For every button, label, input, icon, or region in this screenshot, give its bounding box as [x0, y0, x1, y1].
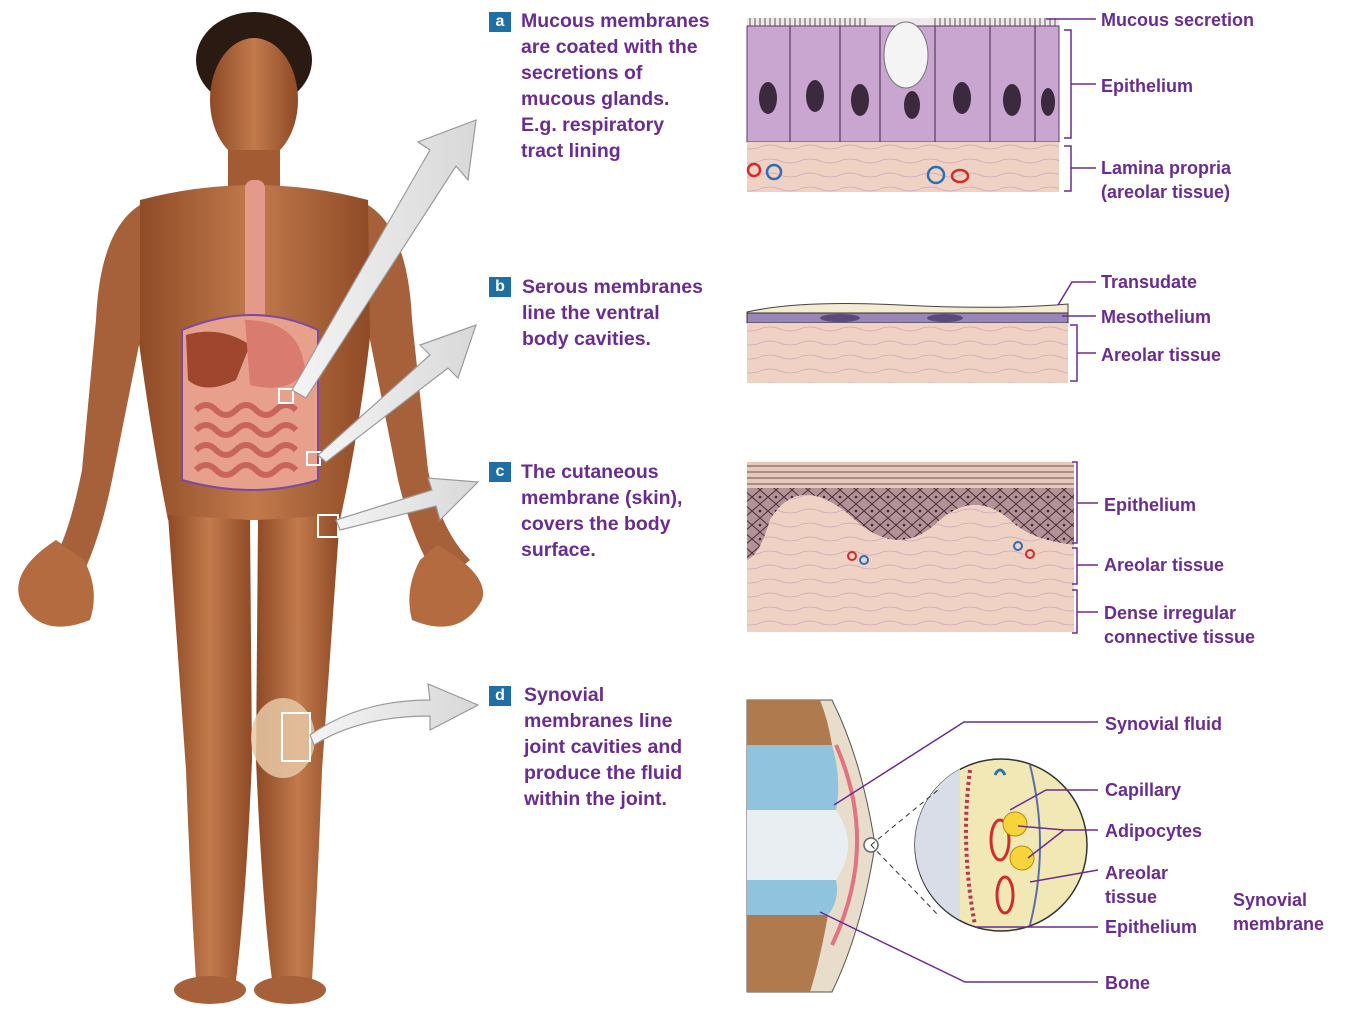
label-synovial-membrane-sub: membrane: [1233, 914, 1325, 934]
label-adipocytes: Adipocytes: [1105, 821, 1203, 841]
label-dense-irregular-sub: connective tissue: [1104, 627, 1256, 647]
label-transudate: Transudate: [1101, 272, 1198, 292]
caption-line: membranes line: [524, 710, 673, 732]
caption-line: covers the body: [521, 513, 671, 535]
caption-line: The cutaneous: [521, 461, 659, 483]
caption-line: membrane (skin),: [521, 487, 683, 509]
label-areolar-d-sub: tissue: [1105, 887, 1158, 907]
label-mesothelium: Mesothelium: [1101, 307, 1212, 327]
caption-line: Serous membranes: [522, 276, 703, 298]
human-figure: [18, 12, 484, 1004]
label-bone: Bone: [1105, 973, 1150, 993]
arrow-b: [317, 324, 477, 463]
label-areolar-d: Areolar: [1105, 863, 1169, 883]
label-areolar-b: Areolar tissue: [1101, 345, 1222, 365]
serous-membrane-illustration: [746, 303, 1069, 383]
cutaneous-membrane-illustration: [747, 462, 1074, 632]
panel-b-caption: Serous membranes line the ventral body c…: [522, 274, 742, 352]
label-areolar-c: Areolar tissue: [1104, 555, 1225, 575]
caption-line: body cavities.: [522, 328, 651, 350]
caption-line: joint cavities and: [524, 736, 683, 758]
caption-line: produce the fluid: [524, 762, 683, 784]
arrow-a: [291, 119, 477, 399]
label-epithelium-a: Epithelium: [1101, 76, 1194, 96]
caption-line: tract lining: [521, 140, 621, 162]
label-capillary: Capillary: [1105, 780, 1182, 800]
label-epithelium-d: Epithelium: [1105, 917, 1198, 937]
panel-c-badge: c: [489, 462, 511, 482]
panel-a-badge: a: [489, 12, 511, 32]
caption-line: are coated with the: [521, 36, 698, 58]
label-dense-irregular: Dense irregular: [1104, 603, 1237, 623]
panel-d-caption: Synovial membranes line joint cavities a…: [524, 682, 744, 812]
label-lamina-propria: Lamina propria: [1101, 158, 1232, 178]
caption-line: line the ventral: [522, 302, 660, 324]
panel-c-caption: The cutaneous membrane (skin), covers th…: [521, 459, 741, 563]
caption-line: mucous glands.: [521, 88, 670, 110]
caption-line: Mucous membranes: [521, 10, 710, 32]
panel-b-badge: b: [489, 277, 511, 297]
pointer-arrows: [291, 119, 480, 746]
caption-line: E.g. respiratory: [521, 114, 665, 136]
label-synovial-membrane: Synovial: [1233, 890, 1308, 910]
label-mucous-secretion: Mucous secretion: [1101, 10, 1255, 30]
caption-line: Synovial: [524, 684, 605, 706]
caption-line: secretions of: [521, 62, 643, 84]
caption-line: within the joint.: [524, 788, 667, 810]
label-synovial-fluid: Synovial fluid: [1105, 714, 1223, 734]
label-lamina-propria-sub: (areolar tissue): [1101, 182, 1231, 202]
mucous-membrane-illustration: [746, 18, 1060, 192]
panel-d-badge: d: [489, 686, 511, 706]
caption-line: surface.: [521, 539, 596, 561]
arrow-d: [309, 683, 480, 746]
panel-a-caption: Mucous membranes are coated with the sec…: [521, 8, 741, 164]
synovial-joint-illustration: [746, 699, 1088, 993]
leader-lines: [819, 18, 1099, 983]
arrow-c: [335, 477, 480, 531]
label-epithelium-c: Epithelium: [1104, 495, 1197, 515]
